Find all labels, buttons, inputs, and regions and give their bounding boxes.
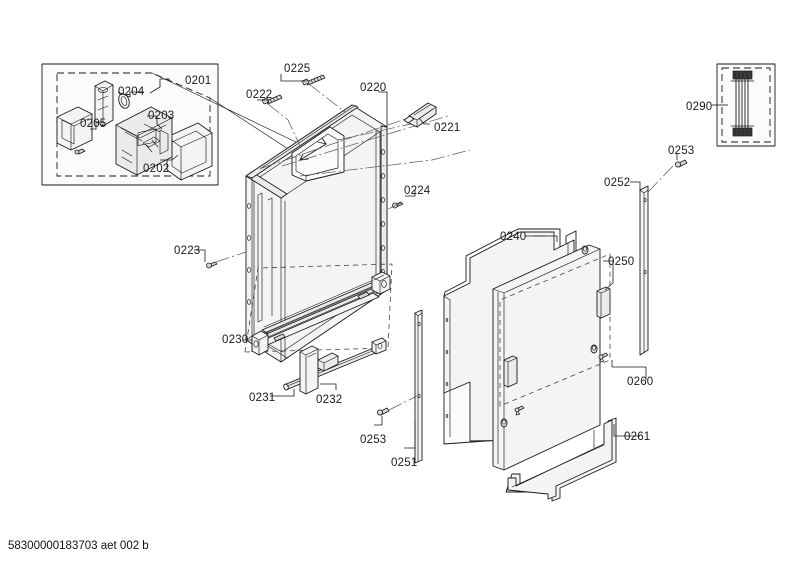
detail-inset-0201 [41, 63, 306, 186]
part-0290 [730, 70, 755, 137]
callout-label-0205: 0205 [80, 118, 107, 130]
part-0201-module [115, 106, 173, 176]
detail-inset-0290 [712, 63, 776, 147]
part-0223-screw [206, 261, 218, 269]
part-0252-rail [639, 185, 649, 356]
callout-label-0240: 0240 [500, 231, 527, 243]
part-0253-screw-left [376, 407, 390, 416]
callout-label-0222: 0222 [246, 89, 273, 101]
callout-label-0253-right: 0253 [668, 145, 695, 157]
callout-label-0202: 0202 [143, 163, 170, 175]
callout-label-0223: 0223 [174, 245, 201, 257]
part-0260-screws [514, 352, 609, 416]
callout-label-0224: 0224 [404, 185, 431, 197]
panel-pegs [500, 245, 598, 428]
panel-clips [503, 286, 611, 388]
part-0205 [56, 106, 93, 155]
hinge-block-left [251, 330, 269, 356]
callout-label-0220: 0220 [360, 82, 387, 94]
part-0222-screw [261, 94, 283, 105]
part-0221-latch [403, 102, 437, 128]
callout-label-0201: 0201 [185, 75, 212, 87]
part-0230-group [244, 263, 393, 356]
callout-label-0261: 0261 [624, 431, 651, 443]
callout-label-0253-left: 0253 [360, 434, 387, 446]
callout-label-0203: 0203 [148, 110, 175, 122]
part-0253-screw-right [675, 159, 688, 168]
callout-label-0204: 0204 [118, 86, 145, 98]
callout-label-0250: 0250 [608, 256, 635, 268]
callout-label-0260: 0260 [627, 376, 654, 388]
part-0232-bracket [299, 345, 339, 395]
callout-label-0290: 0290 [686, 101, 713, 113]
callout-label-0252: 0252 [604, 177, 631, 189]
part-0202 [166, 122, 213, 181]
part-0261-base-panel [505, 417, 617, 502]
part-0251-rail [414, 309, 423, 464]
part-0204 [94, 80, 130, 127]
callout-label-0221: 0221 [434, 122, 461, 134]
drawing-footer-code: 58300000183703 aet 002 b [8, 540, 149, 552]
callout-label-0225: 0225 [284, 63, 311, 75]
callout-label-0231: 0231 [249, 392, 276, 404]
door-control-cutout [291, 126, 345, 182]
hinge-block-right [371, 271, 391, 295]
callout-label-0230: 0230 [222, 334, 249, 346]
callout-label-0232: 0232 [316, 394, 343, 406]
part-0225-screw [301, 74, 326, 86]
callout-label-0251: 0251 [391, 457, 418, 469]
part-0224-screw [392, 201, 404, 209]
